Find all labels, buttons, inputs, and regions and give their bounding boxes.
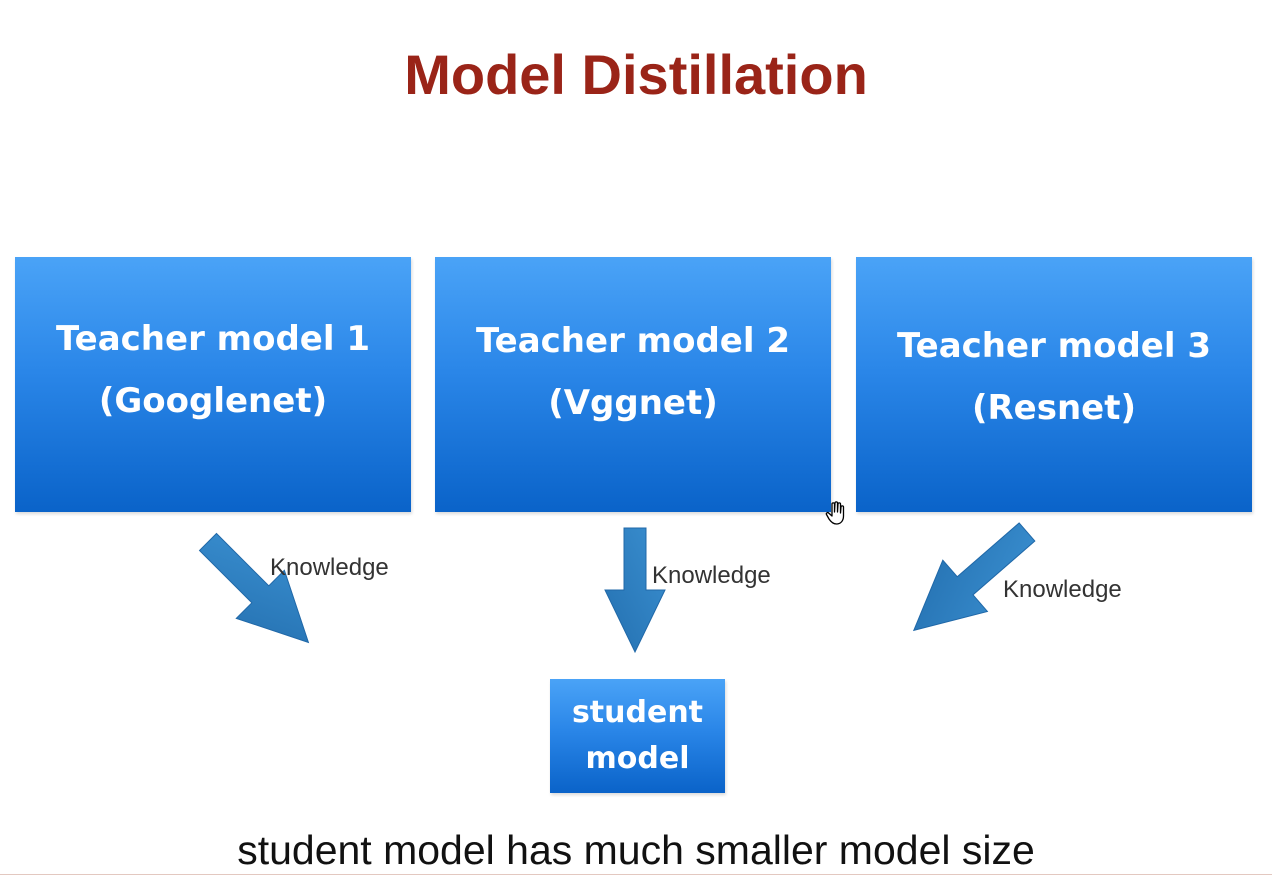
knowledge-label-3: Knowledge [1003, 576, 1122, 603]
teacher-model-1-name: Teacher model 1 [55, 318, 371, 359]
knowledge-arrow-3 [912, 522, 1036, 632]
teacher-model-2-box: Teacher model 2 (Vggnet) [435, 257, 831, 512]
slide-title: Model Distillation [404, 43, 868, 106]
knowledge-label-1: Knowledge [270, 554, 389, 581]
student-model-line-2: model [585, 741, 690, 776]
teacher-model-3-box: Teacher model 3 (Resnet) [856, 257, 1252, 512]
hand-cursor-icon [825, 501, 845, 525]
teacher-model-1-arch: (Googlenet) [98, 380, 328, 421]
teacher-model-2-name: Teacher model 2 [475, 320, 791, 361]
knowledge-label-2: Knowledge [652, 562, 771, 589]
knowledge-arrow-1 [198, 532, 310, 644]
bottom-divider [0, 874, 1272, 875]
teacher-model-3-arch: (Resnet) [971, 387, 1137, 428]
teacher-model-2-arch: (Vggnet) [548, 382, 718, 423]
student-model-line-1: student [571, 695, 704, 730]
teacher-model-3-name: Teacher model 3 [896, 325, 1212, 366]
teacher-model-1-box: Teacher model 1 (Googlenet) [15, 257, 411, 512]
student-model-box: student model [550, 679, 725, 793]
slide-caption: student model has much smaller model siz… [237, 827, 1035, 873]
knowledge-arrow-2 [604, 527, 666, 654]
